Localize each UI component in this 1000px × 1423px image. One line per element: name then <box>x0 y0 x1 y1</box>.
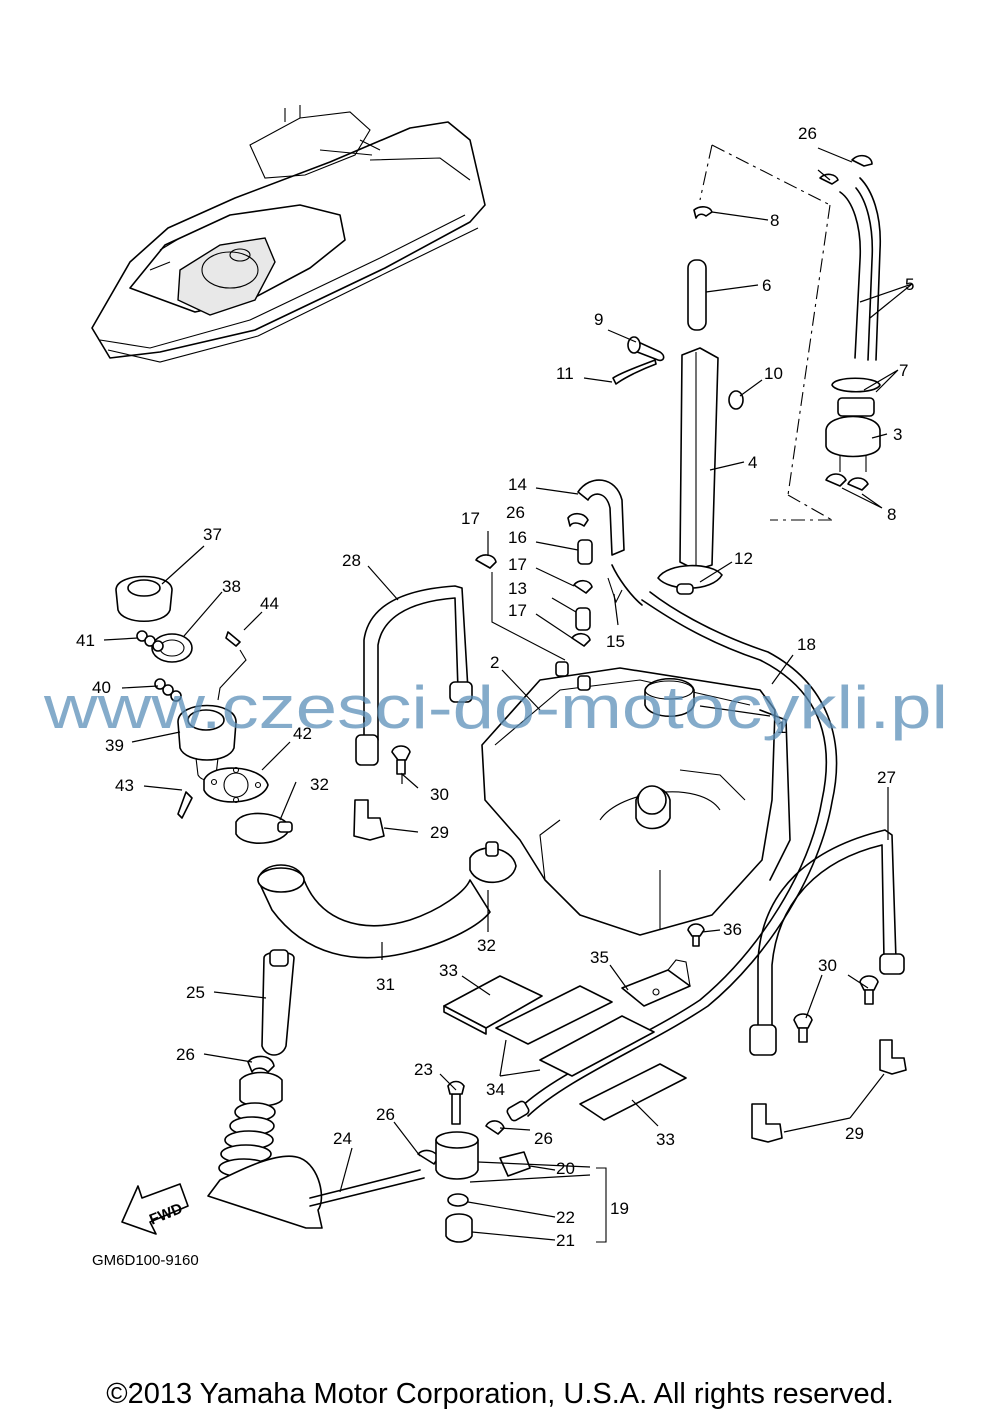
callout-44: 44 <box>260 594 279 613</box>
copyright-notice: ©2013 Yamaha Motor Corporation, U.S.A. A… <box>106 1378 894 1410</box>
callout-12: 12 <box>734 549 753 568</box>
callout-4: 4 <box>748 453 757 472</box>
callout-11: 11 <box>556 364 574 383</box>
callout-26-right: 26 <box>534 1129 553 1148</box>
callout-43: 43 <box>115 776 134 795</box>
callout-34: 34 <box>486 1080 505 1099</box>
callout-38: 38 <box>222 577 241 596</box>
callout-39: 39 <box>105 736 124 755</box>
watermark: www.czesci-do-motocykli.pl <box>43 674 948 741</box>
callout-32-left: 32 <box>310 775 329 794</box>
fuel-filter-assembly <box>207 949 607 1243</box>
fuel-tank <box>481 661 791 936</box>
callout-37: 37 <box>203 525 222 544</box>
callout-35: 35 <box>590 948 609 967</box>
callout-23: 23 <box>414 1060 433 1079</box>
callout-6: 6 <box>762 276 771 295</box>
callout-17-b: 17 <box>508 555 527 574</box>
callout-2: 2 <box>490 653 499 672</box>
callout-9: 9 <box>594 310 603 329</box>
callout-7: 7 <box>899 361 908 380</box>
callout-10: 10 <box>764 364 783 383</box>
callout-17-a: 17 <box>461 509 480 528</box>
check-valve-assembly <box>819 154 882 491</box>
callout-25: 25 <box>186 983 205 1002</box>
callout-15: 15 <box>606 632 625 651</box>
leader-lines <box>103 147 913 1241</box>
callout-8-top: 8 <box>770 211 779 230</box>
callout-33-top: 33 <box>439 961 458 980</box>
callout-8-bottom: 8 <box>887 505 896 524</box>
callout-22: 22 <box>556 1208 575 1227</box>
callout-13: 13 <box>508 579 527 598</box>
assembly-frame <box>699 144 833 521</box>
callout-3: 3 <box>893 425 902 444</box>
callout-26-left: 26 <box>176 1045 195 1064</box>
filler-neck-assembly <box>115 575 269 819</box>
callout-32-right: 32 <box>477 936 496 955</box>
callout-5: 5 <box>905 275 914 294</box>
callout-30-right: 30 <box>818 956 837 975</box>
breather-pipe-assembly <box>612 206 744 595</box>
fuel-hose-assembly <box>475 479 643 661</box>
callout-16: 16 <box>508 528 527 547</box>
callout-26-top: 26 <box>798 124 817 143</box>
callout-24: 24 <box>333 1129 352 1148</box>
callout-28: 28 <box>342 551 361 570</box>
callout-26-hose: 26 <box>506 503 525 522</box>
callout-26-filter: 26 <box>376 1105 395 1124</box>
callout-labels: 1 2 3 4 5 6 7 8 8 9 10 11 12 13 14 15 16… <box>76 124 914 1250</box>
callout-14: 14 <box>508 475 527 494</box>
callout-36: 36 <box>723 920 742 939</box>
callout-41: 41 <box>76 631 95 650</box>
tank-straps <box>355 585 905 1056</box>
fwd-arrow: FWD <box>121 1183 189 1235</box>
filler-hose <box>235 812 517 959</box>
callout-31: 31 <box>376 975 395 994</box>
callout-20: 20 <box>556 1159 575 1178</box>
callout-29-right: 29 <box>845 1124 864 1143</box>
callout-30-left: 30 <box>430 785 449 804</box>
callout-17-c: 17 <box>508 601 527 620</box>
callout-19: 19 <box>610 1199 629 1218</box>
callout-42: 42 <box>293 724 312 743</box>
diagram-code: GM6D100-9160 <box>92 1252 199 1269</box>
callout-33-bottom: 33 <box>656 1130 675 1149</box>
watercraft-overview <box>91 105 486 363</box>
pads-and-bracket <box>443 923 705 1121</box>
callout-27: 27 <box>877 768 896 787</box>
callout-29-left: 29 <box>430 823 449 842</box>
callout-40: 40 <box>92 678 111 697</box>
callout-1: 1 <box>777 718 786 737</box>
callout-18: 18 <box>797 635 816 654</box>
callout-21: 21 <box>556 1231 575 1250</box>
